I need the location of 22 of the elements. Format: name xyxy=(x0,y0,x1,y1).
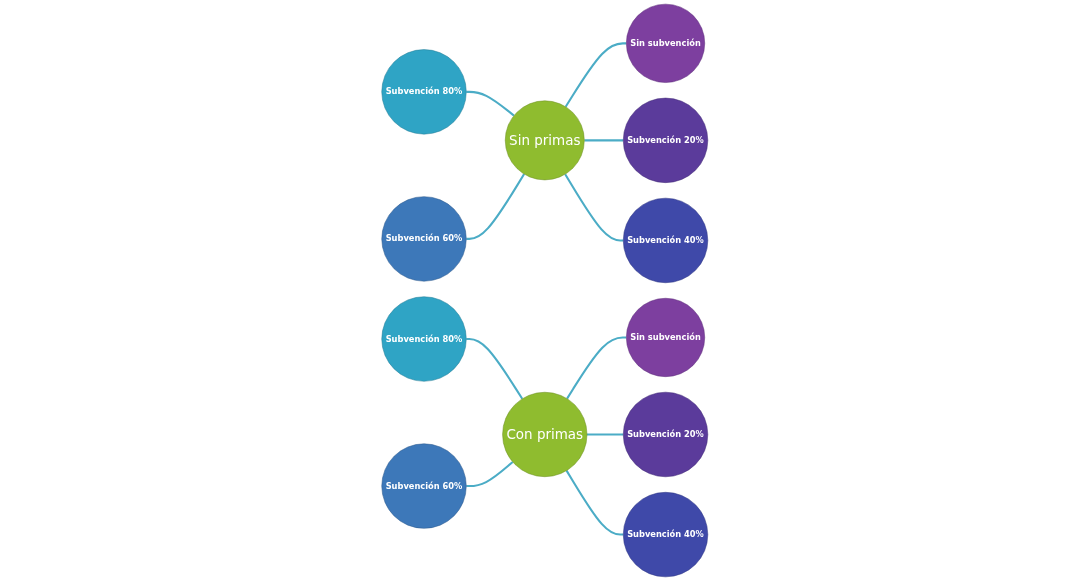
connector xyxy=(564,173,624,242)
node-circle: Subvención 40% xyxy=(623,197,709,283)
node-circle: Subvención 60% xyxy=(381,443,467,529)
connector xyxy=(566,336,627,400)
connector xyxy=(565,42,627,108)
connector xyxy=(466,337,524,400)
node-circle: Sin subvención xyxy=(626,3,706,83)
node-circle: Subvención 80% xyxy=(381,296,467,382)
node-circle: Con primas xyxy=(502,392,588,477)
node-circle: Subvención 40% xyxy=(623,492,709,578)
connector xyxy=(584,139,624,142)
connector xyxy=(466,90,515,117)
node-circle: Subvención 60% xyxy=(381,196,467,282)
connector xyxy=(587,433,624,436)
node-circle: Subvención 20% xyxy=(623,391,709,477)
node-circle: Sin subvención xyxy=(626,298,706,377)
node-circle: Subvención 20% xyxy=(623,97,709,183)
connector xyxy=(565,470,624,536)
node-circle: Sin primas xyxy=(505,100,585,181)
node-circle: Subvención 80% xyxy=(381,49,467,135)
connector xyxy=(466,461,514,488)
connector xyxy=(466,173,526,240)
